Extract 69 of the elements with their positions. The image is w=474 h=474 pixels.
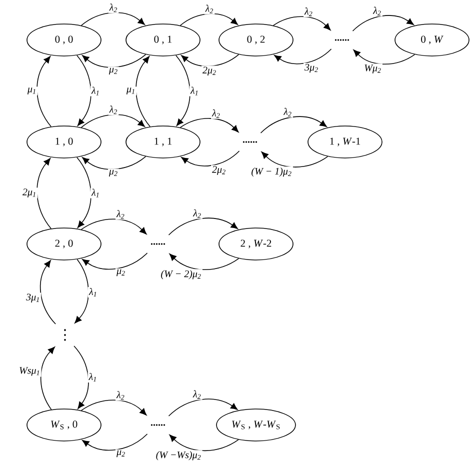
arrow — [169, 434, 239, 452]
edge-label: λ$_{2}$ — [304, 8, 312, 16]
edge-label: (W − 1)μ$_{2}$ — [252, 168, 292, 177]
arrow — [353, 50, 416, 65]
edge-label: 3μ$_{1}$ — [26, 294, 39, 302]
edge-label: λ$_{2}$ — [212, 109, 220, 118]
edge-label: 2μ$_{2}$ — [202, 66, 216, 76]
edge-label: (W − 2)μ$_{2}$ — [161, 270, 201, 280]
edge-label: λ$_{2}$ — [283, 108, 292, 116]
edge-label: μ$_{2}$ — [116, 450, 125, 458]
edge-label: μ$_{2}$ — [116, 269, 125, 276]
edge-label: λ$_{2}$ — [372, 6, 381, 16]
edge-label: μ$_{1}$ — [126, 88, 134, 94]
edge-label: 2μ$_{1}$ — [22, 188, 36, 198]
arrow — [261, 152, 328, 168]
arrow — [136, 56, 150, 127]
arrow — [80, 400, 147, 416]
edge-label: λ$_{1}$ — [190, 86, 198, 96]
edge-label: 2μ$_{2}$ — [212, 166, 226, 175]
edge-label: λ$_{2}$ — [205, 4, 213, 14]
arrow — [181, 150, 240, 166]
arrow — [82, 252, 148, 270]
edge-label: (W −Ws)μ$_{2}$ — [156, 451, 201, 460]
edge-label: Wμ$_{2}$ — [364, 64, 381, 74]
arrow — [80, 114, 145, 128]
arrow — [76, 156, 92, 228]
arrow — [176, 54, 190, 126]
arrow — [180, 13, 238, 26]
arrow — [36, 56, 52, 127]
ellipsis: ...... — [150, 243, 166, 245]
edge-label: λ$_{1}$ — [91, 86, 99, 96]
edge-label: Wsμ$_{1}$ — [20, 367, 40, 376]
arrow — [82, 156, 146, 170]
edge-label: λ$_{2}$ — [192, 390, 201, 399]
arrow — [36, 158, 52, 230]
arrow — [274, 48, 332, 64]
arrow — [272, 16, 331, 30]
arrow — [74, 258, 89, 324]
arrow — [181, 54, 240, 67]
edge-label: λ$_{2}$ — [109, 106, 117, 114]
edge-label: μ$_{2}$ — [108, 68, 118, 75]
arrow — [80, 218, 147, 234]
arrow — [40, 260, 56, 324]
ellipsis: ⋮ — [64, 329, 66, 341]
arrow — [168, 218, 238, 236]
edge-label: μ$_{1}$ — [27, 88, 36, 94]
edge-label: λ$_{2}$ — [116, 210, 124, 219]
arrow — [40, 346, 55, 410]
edge-label: λ$_{2}$ — [116, 391, 124, 400]
edge-label: λ$_{2}$ — [109, 4, 117, 12]
arrow — [74, 346, 89, 409]
edge-label: 3μ$_{2}$ — [304, 64, 318, 73]
edge-label: μ$_{2}$ — [108, 170, 118, 177]
edge-label: λ$_{1}$ — [91, 188, 99, 198]
edge-label: λ$_{2}$ — [192, 209, 201, 218]
edge-label: λ$_{1}$ — [88, 288, 96, 297]
arrow — [260, 116, 327, 134]
edge-label: λ$_{1}$ — [88, 372, 96, 382]
arrow — [76, 54, 92, 126]
arrow — [82, 434, 148, 451]
arrow — [82, 54, 146, 68]
ellipsis: ...... — [242, 141, 258, 143]
arrow — [80, 12, 145, 26]
arrow — [180, 118, 239, 132]
ellipsis: ...... — [334, 39, 350, 41]
arrow — [352, 15, 414, 32]
ellipsis: ...... — [150, 424, 166, 426]
arrow — [168, 398, 238, 416]
arrow — [169, 254, 240, 270]
